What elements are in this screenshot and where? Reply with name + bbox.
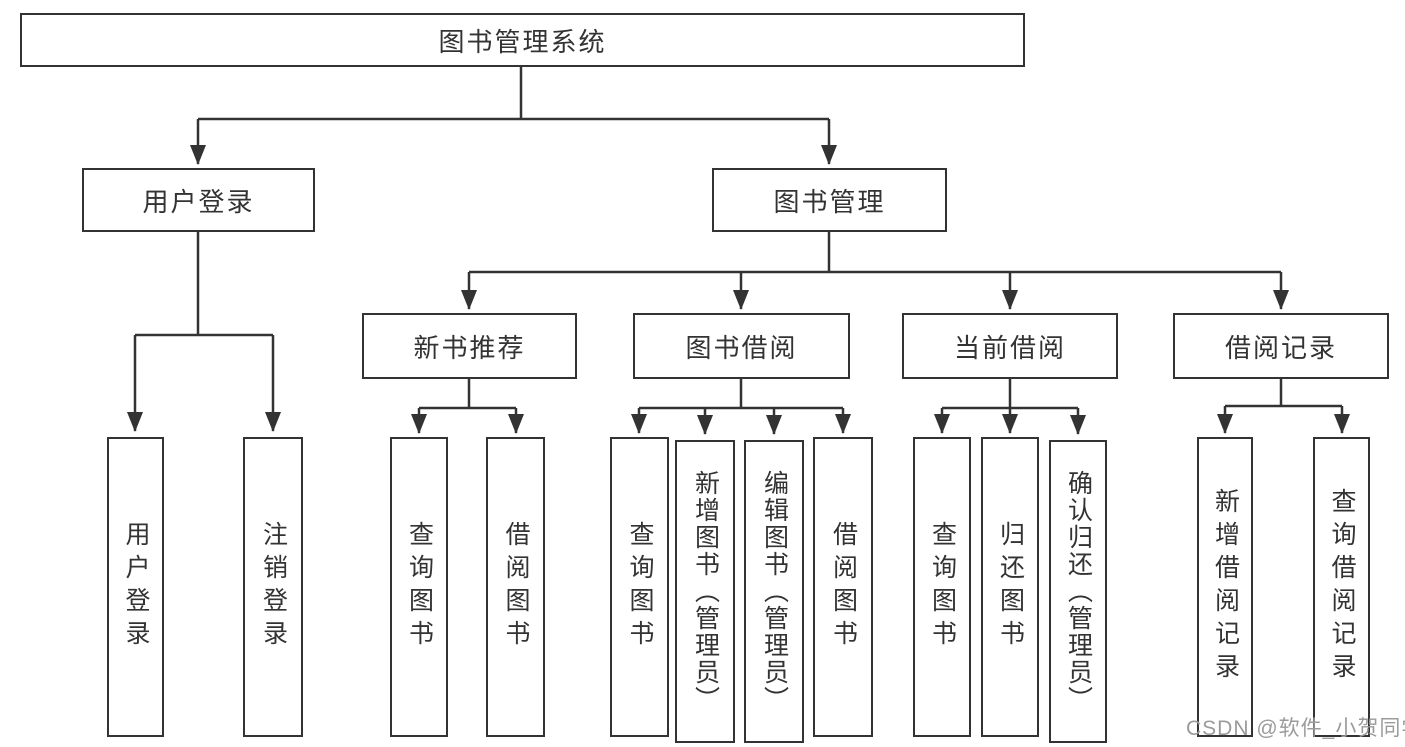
node-borrow-records: 借阅记录 xyxy=(1173,313,1389,379)
leaf-user-login: 用户登录 xyxy=(107,437,164,737)
leaf-query-books-borrow: 查询图书 xyxy=(610,437,669,737)
leaf-edit-book-admin-label: 编辑图书（管理员） xyxy=(760,470,789,713)
csdn-watermark: CSDN @软件_小贺同学 xyxy=(1186,717,1405,740)
leaf-return-books: 归还图书 xyxy=(981,437,1039,737)
leaf-borrow-books-borrow: 借阅图书 xyxy=(813,437,873,737)
node-borrow-records-label: 借阅记录 xyxy=(1224,332,1337,363)
leaf-query-borrow-record: 查询借阅记录 xyxy=(1313,437,1370,737)
node-current-borrow: 当前借阅 xyxy=(902,313,1118,379)
node-root-label: 图书管理系统 xyxy=(438,26,607,57)
node-root: 图书管理系统 xyxy=(20,13,1025,67)
leaf-logout: 注销登录 xyxy=(243,437,303,737)
node-book-borrow-label: 图书借阅 xyxy=(685,332,798,363)
leaf-query-books-borrow-label: 查询图书 xyxy=(626,521,654,653)
node-user-login-label: 用户登录 xyxy=(142,186,255,217)
node-book-management-label: 图书管理 xyxy=(773,186,886,217)
leaf-user-login-label: 用户登录 xyxy=(122,521,150,653)
leaf-confirm-return-admin: 确认归还（管理员） xyxy=(1049,440,1107,743)
leaf-edit-book-admin: 编辑图书（管理员） xyxy=(744,440,804,743)
leaf-return-books-label: 归还图书 xyxy=(996,521,1025,653)
leaf-borrow-books-borrow-label: 借阅图书 xyxy=(829,521,858,653)
node-book-management: 图书管理 xyxy=(712,168,947,232)
leaf-add-borrow-record-label: 新增借阅记录 xyxy=(1211,488,1240,686)
node-book-borrow: 图书借阅 xyxy=(633,313,850,379)
node-current-borrow-label: 当前借阅 xyxy=(953,332,1066,363)
leaf-add-borrow-record: 新增借阅记录 xyxy=(1197,437,1253,737)
node-user-login: 用户登录 xyxy=(82,168,315,232)
leaf-query-books-current: 查询图书 xyxy=(913,437,971,737)
node-new-book-recommend: 新书推荐 xyxy=(362,313,577,379)
leaf-query-borrow-record-label: 查询借阅记录 xyxy=(1328,488,1356,686)
leaf-query-books-recommend: 查询图书 xyxy=(390,437,448,737)
leaf-add-book-admin-label: 新增图书（管理员） xyxy=(691,470,720,713)
leaf-borrow-books-recommend-label: 借阅图书 xyxy=(502,521,530,653)
leaf-logout-label: 注销登录 xyxy=(259,521,288,653)
connector-trunks xyxy=(135,67,1342,410)
leaf-borrow-books-recommend: 借阅图书 xyxy=(486,437,545,737)
leaf-query-books-current-label: 查询图书 xyxy=(928,521,957,653)
node-new-book-recommend-label: 新书推荐 xyxy=(413,332,526,363)
leaf-query-books-recommend-label: 查询图书 xyxy=(405,521,434,653)
leaf-add-book-admin: 新增图书（管理员） xyxy=(675,440,735,743)
leaf-confirm-return-admin-label: 确认归还（管理员） xyxy=(1064,470,1093,713)
